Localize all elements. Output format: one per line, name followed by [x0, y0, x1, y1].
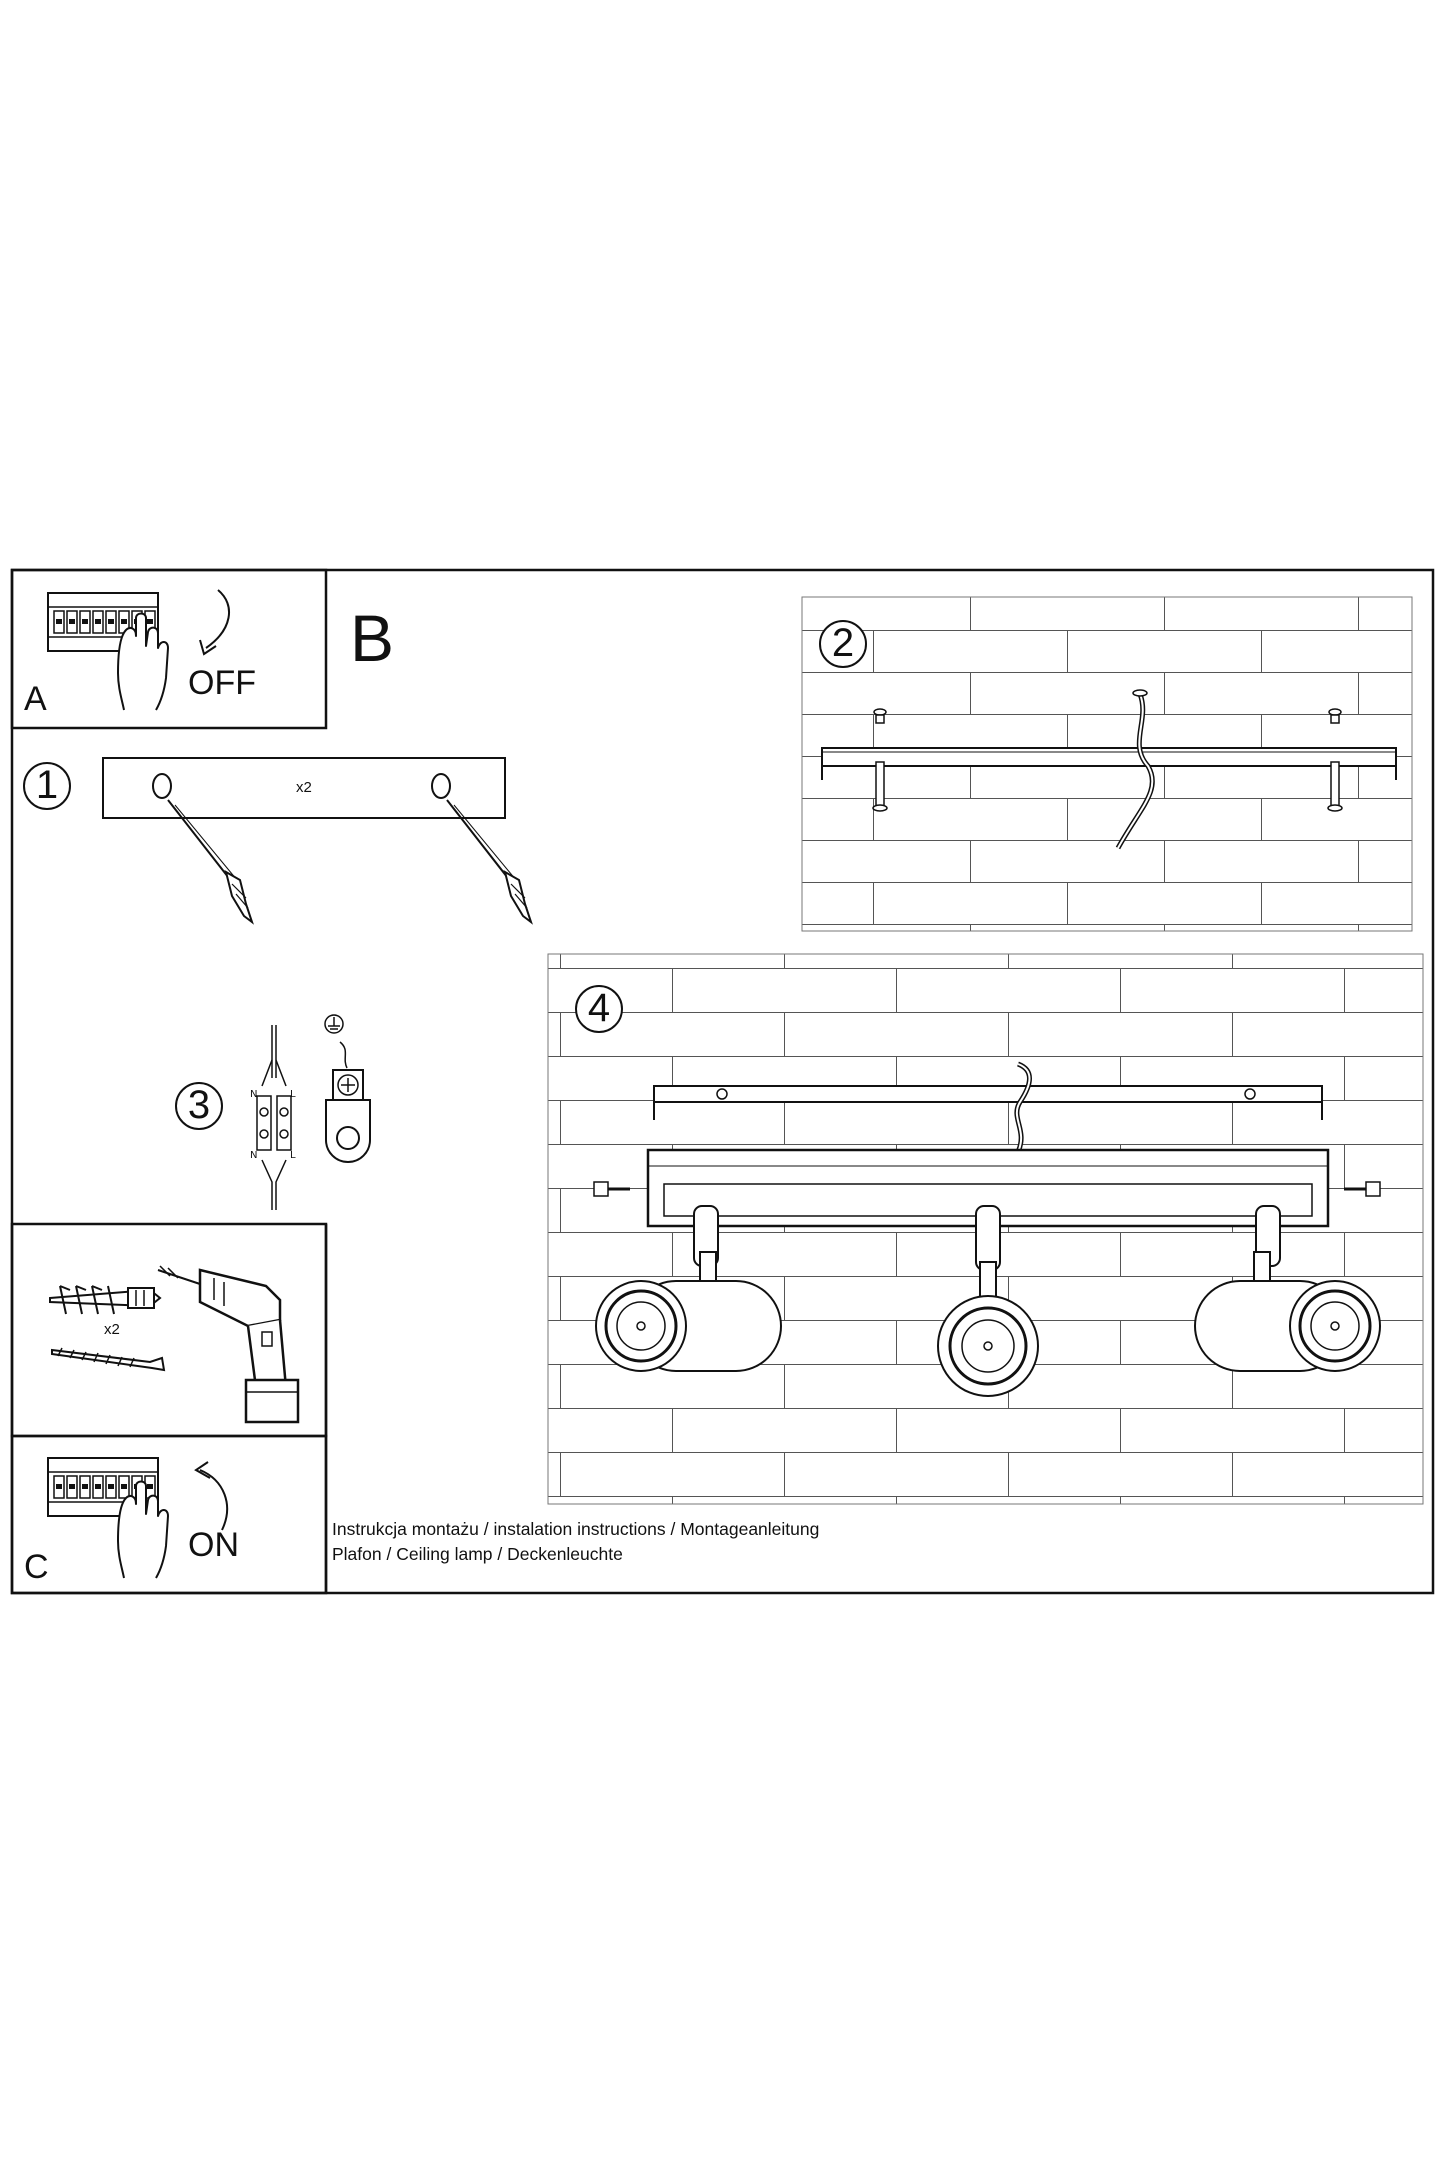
wall-plug-icon: [49, 1285, 162, 1315]
tools-box: [10, 1222, 328, 1438]
screw-icon: [872, 708, 1343, 812]
step-4-diagram: [547, 953, 1424, 1505]
on-label: ON: [188, 1526, 239, 1564]
step-3-n-top: N: [250, 1089, 258, 1100]
step-2-diagram: [801, 596, 1413, 932]
spotlight: [595, 1205, 782, 1372]
step-2-number: 2: [831, 621, 855, 665]
tools-multiplier: x2: [104, 1321, 120, 1338]
screw-icon: [446, 799, 533, 925]
step-3-l-bottom: L: [290, 1150, 296, 1161]
step-3-l-top: L: [290, 1089, 296, 1100]
terminal-block-icon: [256, 1025, 292, 1210]
caption-line-1: Instrukcja montażu / instalation instruc…: [332, 1519, 820, 1539]
step-3-number: 3: [187, 1083, 211, 1127]
screw-icon: [51, 1347, 166, 1372]
step-3-n-bottom: N: [250, 1150, 258, 1161]
step-1-diagram: [23, 757, 533, 925]
screw-icon: [167, 799, 254, 925]
mounting-bracket: [653, 1085, 1323, 1120]
section-b-letter: B: [350, 601, 395, 675]
off-label: OFF: [188, 664, 256, 702]
arrow-down-icon: [205, 589, 230, 649]
sheet-frame: [10, 568, 1435, 1595]
step-3-diagram: [175, 1014, 371, 1210]
ground-symbol-icon: [324, 1014, 371, 1163]
section-a-box: [10, 568, 328, 730]
drill-icon: [157, 1265, 300, 1424]
step-1-multiplier: x2: [296, 779, 312, 796]
mounting-bracket: [821, 747, 1397, 780]
screw-icon: [593, 1181, 1381, 1197]
spotlight: [937, 1205, 1039, 1397]
section-a-letter: A: [24, 680, 47, 718]
step-4-number: 4: [587, 986, 611, 1030]
arrow-up-icon: [199, 1469, 228, 1531]
step-1-number: 1: [35, 763, 59, 807]
section-c-letter: C: [24, 1548, 49, 1586]
spotlight: [1194, 1205, 1381, 1372]
caption-line-2: Plafon / Ceiling lamp / Deckenleuchte: [332, 1544, 623, 1564]
section-c-box: [10, 1434, 328, 1595]
